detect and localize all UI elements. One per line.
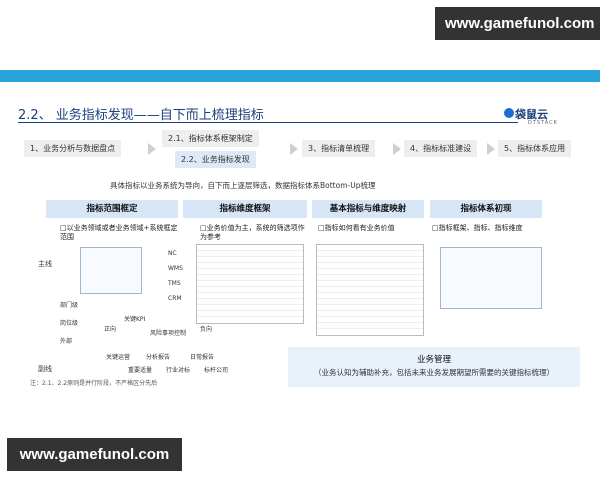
flow-kpi: 关键KPI [124, 316, 146, 323]
level-post: 岗位级 [60, 320, 79, 327]
system-wms: WMS [168, 265, 183, 272]
logo-subtext: DTSTACK [528, 120, 558, 126]
col-desc-3: □指标如何看有业务价值 [318, 224, 395, 232]
subtitle-line: 具体指标以业务系统为导向，自下而上逐层筛选，数据指标体系Bottom-Up梳理 [110, 181, 376, 190]
system-map [80, 247, 142, 294]
flow-key-ops: 关键运营 [106, 354, 131, 361]
main-line-label: 主线 [38, 260, 52, 268]
flow-important: 重要适量 [128, 367, 153, 374]
step-4: 4、指标标准建设 [404, 140, 478, 157]
arrow-icon [393, 143, 401, 155]
step-3: 3、指标清单梳理 [302, 140, 376, 157]
arrow-icon [487, 143, 495, 155]
watermark-bottom: www.gamefunol.com [7, 438, 182, 471]
system-nc: NC [168, 250, 177, 257]
watermark-top: www.gamefunol.com [435, 7, 600, 40]
mapping-table [316, 244, 424, 336]
col-header-3: 基本指标与维度映射 [312, 200, 424, 218]
title-underline [18, 122, 518, 123]
flow-positive: 正向 [104, 326, 117, 333]
col-header-1: 指标范围框定 [46, 200, 178, 218]
slide-title: 2.2、 业务指标发现——自下而上梳理指标 [18, 108, 264, 123]
arrow-icon [148, 143, 156, 155]
management-title: 业务管理 [416, 355, 451, 365]
level-external: 外部 [60, 338, 73, 345]
step-2-2: 2.2、业务指标发现 [175, 151, 256, 168]
indicator-tree [440, 247, 542, 309]
col-desc-2: □业务价值为主，系统的筛选项作为参考 [200, 224, 305, 241]
col-desc-4: □指标框架、指标、指标维度 [432, 224, 523, 232]
business-management-box: 业务管理 （业务认知为辅助补充，包括未来业务发展期望所需要的关键指标梳理） [288, 347, 580, 387]
step-5: 5、指标体系应用 [498, 140, 572, 157]
level-dept: 部门级 [60, 302, 79, 309]
flow-benchmark: 行业对标 [166, 367, 191, 374]
management-subtitle: （业务认知为辅助补充，包括未来业务发展期望所需要的关键指标梳理） [314, 368, 554, 377]
system-tms: TMS [168, 280, 181, 287]
system-crm: CRM [168, 295, 182, 302]
col-header-2: 指标维度框架 [183, 200, 307, 218]
flow-daily: 日常报告 [190, 354, 215, 361]
slide: 2.2、 业务指标发现——自下而上梳理指标 袋鼠云 DTSTACK 1、业务分析… [0, 82, 600, 402]
col-header-4: 指标体系初现 [430, 200, 542, 218]
flow-risk: 风险事项控制 [150, 330, 187, 337]
top-accent-bar [0, 70, 600, 82]
flow-analysis: 分析报告 [146, 354, 171, 361]
arrow-icon [290, 143, 298, 155]
step-2-1: 2.1、指标体系框架制定 [162, 130, 259, 147]
step-1: 1、业务分析与数据盘点 [24, 140, 122, 157]
flow-target-co: 标杆公司 [204, 367, 229, 374]
logo-icon [504, 108, 514, 118]
side-line-label: 副线 [38, 365, 52, 373]
footnote: 注：2.1、2.2原则是并行阶段，不严格区分先后 [30, 380, 158, 387]
logo-text: 袋鼠云 [515, 108, 548, 121]
flow-negative: 负向 [200, 326, 213, 333]
dimension-table [196, 244, 304, 324]
col-desc-1: □以业务领域或者业务领域+系统框定范围 [60, 224, 178, 241]
